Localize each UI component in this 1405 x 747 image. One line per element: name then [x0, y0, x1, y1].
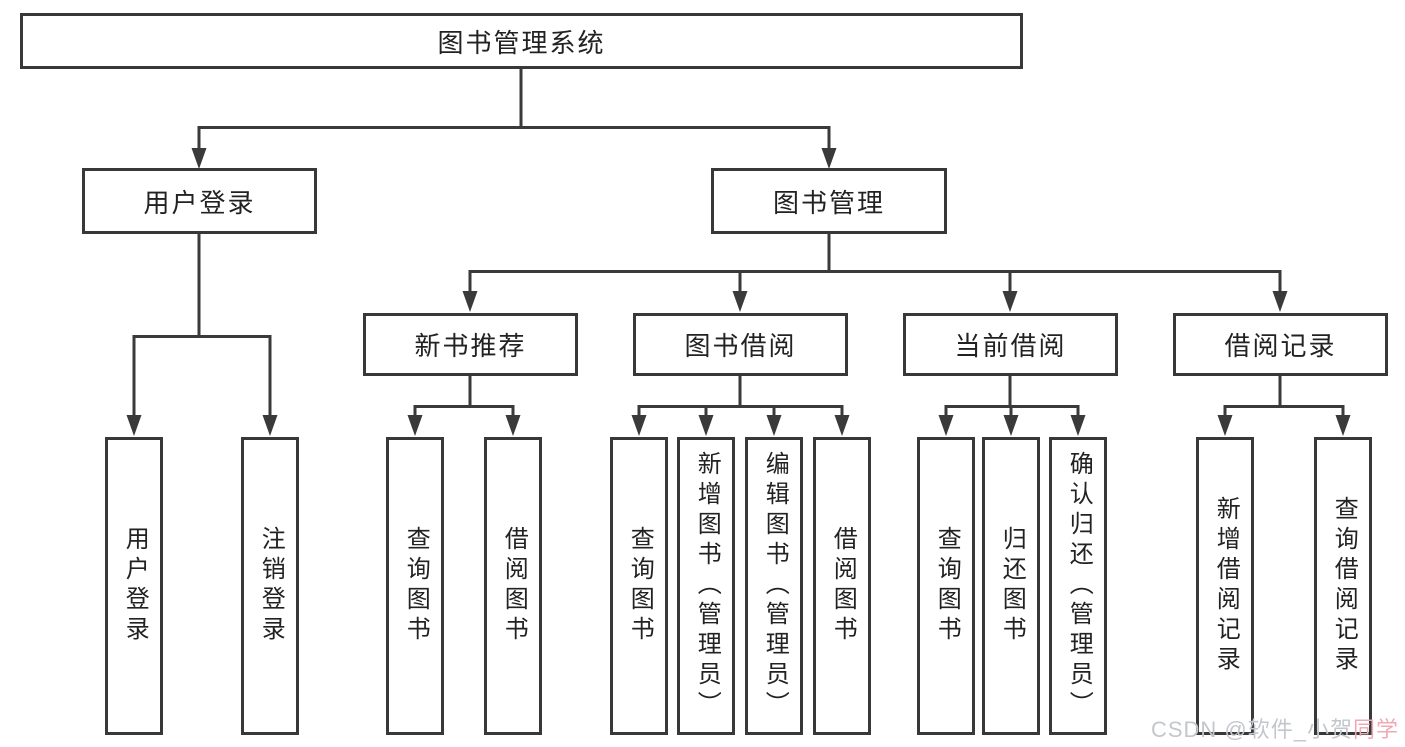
node-label: 图书管理系统 — [437, 27, 606, 58]
leaf-user-login: 用户登录 — [105, 437, 163, 735]
leaf-confirm-return-admin: 确认归还（管理员） — [1049, 437, 1107, 735]
leaf-label: 借阅图书 — [500, 526, 528, 646]
leaf-label: 注销登录 — [257, 526, 285, 646]
node-book-borrowing: 图书借阅 — [633, 313, 848, 376]
watermark-text-pink: 同学 — [1352, 717, 1399, 742]
leaf-label: 查询借阅记录 — [1330, 496, 1358, 676]
leaf-label: 借阅图书 — [829, 526, 857, 646]
node-borrowing-records: 借阅记录 — [1173, 313, 1388, 376]
node-library-management-system: 图书管理系统 — [20, 13, 1023, 69]
leaf-search-book-under-current: 查询图书 — [917, 437, 975, 735]
node-label: 用户登录 — [143, 187, 256, 218]
leaf-return-book: 归还图书 — [982, 437, 1040, 735]
node-label: 借阅记录 — [1224, 331, 1337, 361]
leaf-logout: 注销登录 — [241, 437, 299, 735]
leaf-add-borrow-record: 新增借阅记录 — [1196, 437, 1254, 735]
leaf-label: 用户登录 — [121, 526, 149, 646]
node-label: 图书借阅 — [684, 331, 797, 361]
leaf-label: 归还图书 — [998, 526, 1026, 646]
leaf-label: 确认归还（管理员） — [1065, 451, 1093, 721]
leaf-edit-book-admin: 编辑图书（管理员） — [745, 437, 803, 735]
node-current-borrowing: 当前借阅 — [903, 313, 1118, 376]
node-book-management: 图书管理 — [711, 168, 947, 234]
watermark-text-gray: CSDN @软件_小贺 — [1150, 717, 1353, 742]
leaf-add-book-admin: 新增图书（管理员） — [677, 437, 735, 735]
leaf-label: 新增图书（管理员） — [693, 451, 721, 721]
node-label: 当前借阅 — [954, 331, 1067, 361]
leaf-search-book-under-borrowing: 查询图书 — [610, 437, 668, 735]
leaf-label: 新增借阅记录 — [1212, 496, 1240, 676]
leaf-search-borrow-record: 查询借阅记录 — [1314, 437, 1372, 735]
leaf-label: 查询图书 — [933, 526, 961, 646]
leaf-borrow-book-under-borrowing: 借阅图书 — [813, 437, 871, 735]
node-new-book-recommendation: 新书推荐 — [363, 313, 578, 376]
leaf-search-book-under-recommendation: 查询图书 — [386, 437, 444, 735]
node-label: 图书管理 — [772, 187, 885, 218]
node-user-login: 用户登录 — [82, 168, 317, 234]
leaf-borrow-book-under-recommendation: 借阅图书 — [484, 437, 542, 735]
csdn-watermark: CSDN @软件_小贺同学 — [1151, 712, 1399, 744]
leaf-label: 查询图书 — [402, 526, 430, 646]
leaf-label: 查询图书 — [626, 526, 654, 646]
leaf-label: 编辑图书（管理员） — [761, 451, 789, 721]
node-label: 新书推荐 — [414, 331, 527, 361]
